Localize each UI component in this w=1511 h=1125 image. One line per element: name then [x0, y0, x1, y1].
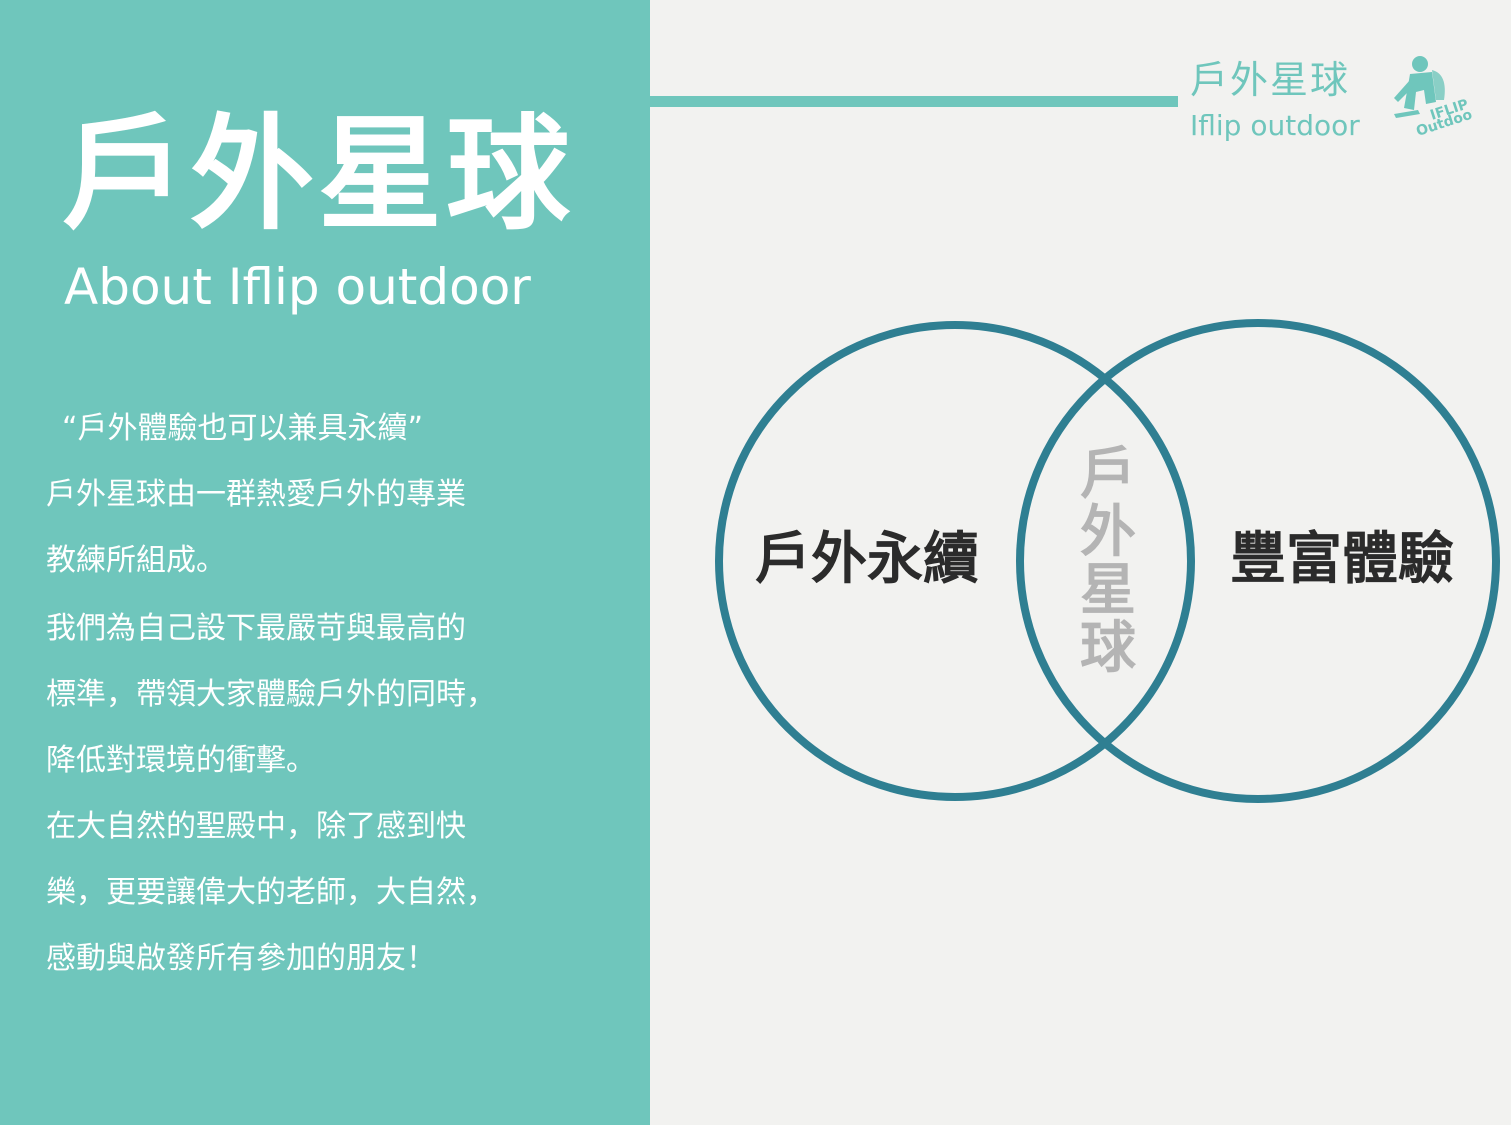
paragraph-standards: 我們為自己設下最嚴苛與最高的 標準，帶領大家體驗戶外的同時， 降低對環境的衝擊。 [46, 596, 616, 794]
venn-label-right: 豐富體驗 [1230, 527, 1454, 592]
venn-center-char: 外 [1080, 500, 1136, 565]
paragraph-line: 樂，更要讓偉大的老師，大自然， [46, 875, 496, 910]
page-title: 戶外星球 [62, 103, 575, 247]
paragraph-intro: 戶外星球由一群熱愛戶外的專業 教練所組成。 [46, 462, 616, 594]
brand-name-chinese: 戶外星球 [1190, 58, 1351, 102]
hiker-logo-icon: IFLIP Outdoor [1394, 56, 1472, 140]
paragraph-line: 感動與啟發所有參加的朋友！ [46, 941, 436, 976]
paragraph-line: 我們為自己設下最嚴苛與最高的 [46, 611, 466, 646]
venn-circle-left [715, 321, 1195, 801]
brand-name-english: Iflip outdoor [1190, 109, 1360, 142]
paragraph-line: 標準，帶領大家體驗戶外的同時， [46, 677, 496, 712]
venn-circle-right [1016, 319, 1500, 803]
venn-label-left: 戶外永續 [755, 527, 979, 592]
paragraph-line: 降低對環境的衝擊。 [46, 743, 316, 778]
left-panel: 戶外星球 About Iflip outdoor “戶外體驗也可以兼具永續” 戶… [0, 0, 650, 1125]
page-subtitle: About Iflip outdoor [64, 258, 531, 316]
venn-center-char: 球 [1080, 616, 1136, 681]
venn-label-center: 戶 外 星 球 [1076, 446, 1140, 678]
paragraph-line: 教練所組成。 [46, 543, 226, 578]
paragraph-line: 在大自然的聖殿中，除了感到快 [46, 809, 466, 844]
venn-center-char: 戶 [1080, 442, 1136, 507]
paragraph-line: 戶外星球由一群熱愛戶外的專業 [46, 477, 466, 512]
venn-center-char: 星 [1080, 558, 1136, 623]
quote-text: “戶外體驗也可以兼具永續” [62, 411, 424, 446]
header-divider [650, 96, 1178, 107]
paragraph-nature: 在大自然的聖殿中，除了感到快 樂，更要讓偉大的老師，大自然， 感動與啟發所有參加… [46, 794, 616, 992]
